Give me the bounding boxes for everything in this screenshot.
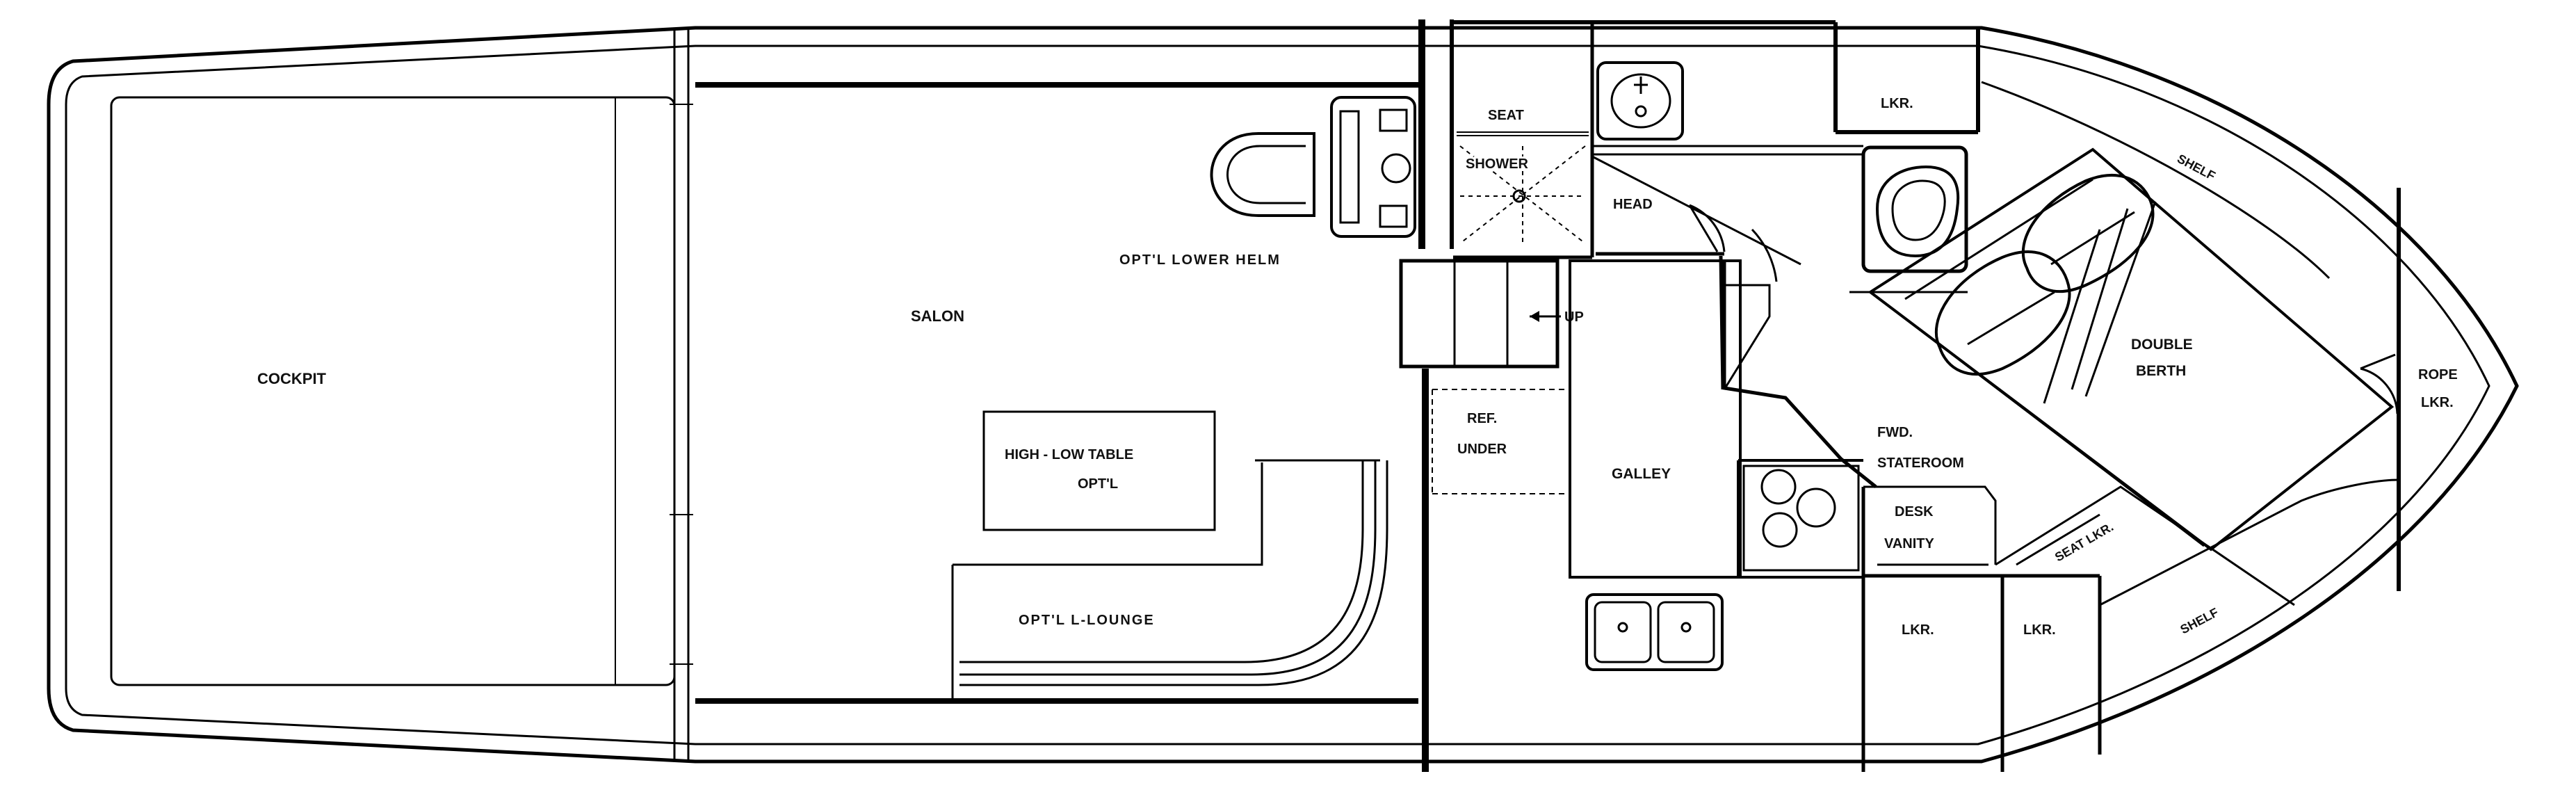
stateroom-walls xyxy=(1723,81,2401,772)
lkr-top-label: LKR. xyxy=(1881,96,1913,111)
salon-label: SALON xyxy=(911,307,964,325)
helm-console xyxy=(1330,96,1416,238)
l-lounge xyxy=(951,459,1388,698)
lower-helm-label: OPT'L LOWER HELM xyxy=(1119,252,1281,268)
seat-label: SEAT xyxy=(1488,108,1524,123)
shower-label: SHOWER xyxy=(1466,156,1529,172)
head-label: HEAD xyxy=(1613,197,1653,212)
transom-wall xyxy=(670,28,693,761)
cockpit-area xyxy=(110,96,676,686)
double-berth xyxy=(1868,147,2395,551)
seat-lkr-label: SEAT LKR. xyxy=(2052,519,2116,564)
main-bulkhead xyxy=(1418,19,1454,772)
up-label: UP xyxy=(1564,309,1584,325)
locker-top xyxy=(1833,22,1980,134)
berth-pillows xyxy=(1935,174,2157,404)
galley-sink xyxy=(1585,593,1724,671)
double-label-line1: DOUBLE xyxy=(2131,337,2193,353)
galley-label: GALLEY xyxy=(1612,466,1671,482)
rope-label-line1: ROPE xyxy=(2418,367,2458,382)
toilet xyxy=(1861,145,1968,273)
head-sink xyxy=(1596,61,1684,140)
head-compartment xyxy=(1591,20,1863,266)
shower-stall xyxy=(1453,20,1594,259)
companionway-stairs xyxy=(1399,259,1560,369)
high-low-table xyxy=(982,410,1216,531)
table-label-line2: OPT'L xyxy=(1078,476,1118,492)
lounge-label: OPT'L L-LOUNGE xyxy=(1019,613,1155,628)
lkr-bottom-1-label: LKR. xyxy=(1902,622,1934,638)
shelf-upper-label: SHELF xyxy=(2175,152,2217,183)
ref-label-line2: UNDER xyxy=(1457,442,1507,457)
up-arrow-icon xyxy=(1530,311,1561,322)
refrigerator-area xyxy=(1432,389,1568,494)
double-label-line2: BERTH xyxy=(2136,363,2186,379)
fwd-label-line1: FWD. xyxy=(1877,425,1913,440)
desk-label-line2: VANITY xyxy=(1884,536,1935,551)
hull-outline xyxy=(47,26,2519,764)
salon-walls xyxy=(695,82,1418,704)
ref-label-line1: REF. xyxy=(1467,411,1497,426)
stove-burners xyxy=(1742,465,1860,572)
shower-drain-icon xyxy=(1512,189,1526,203)
rope-locker-door-swing xyxy=(2360,353,2399,414)
helm-seat xyxy=(1210,132,1315,217)
shelf-lower-label: SHELF xyxy=(2178,605,2220,636)
head-door-swing xyxy=(1688,204,1726,252)
cockpit-label: COCKPIT xyxy=(257,370,327,387)
fwd-label-line2: STATEROOM xyxy=(1877,456,1964,471)
lkr-bottom-2-label: LKR. xyxy=(2023,622,2056,638)
table-label-line1: HIGH - LOW TABLE xyxy=(1005,447,1133,462)
galley-counter xyxy=(1569,259,1877,579)
desk-label-line1: DESK xyxy=(1895,504,1934,519)
rope-label-line2: LKR. xyxy=(2421,395,2454,410)
